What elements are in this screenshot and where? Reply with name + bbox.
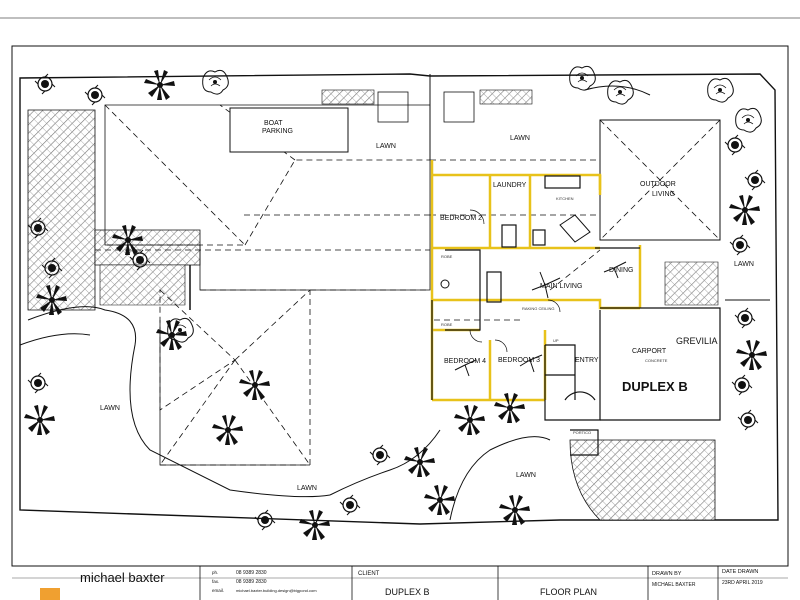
- room-up: UP: [553, 338, 559, 343]
- client-label: CLIENT: [358, 571, 380, 577]
- grevilia-label: GREVILIA: [676, 336, 718, 346]
- lawn-top-right: LAWN: [510, 135, 530, 142]
- site-boundary: [19, 73, 779, 525]
- room-main-living: MAIN LIVING: [540, 283, 582, 290]
- room-dining: DINING: [609, 267, 634, 274]
- lawn-left: LAWN: [100, 405, 120, 412]
- room-carport: CARPORT: [632, 348, 667, 355]
- paving-driveway: [569, 439, 716, 521]
- drawn-by-value: MICHAEL BAXTER: [652, 582, 696, 588]
- date-value: 23RD APRIL 2019: [722, 580, 763, 586]
- raking-ceiling: RAKING CEILING: [522, 306, 554, 311]
- date-label: DATE DRAWN: [722, 569, 758, 575]
- room-outdoor-1: OUTDOOR: [640, 181, 676, 188]
- fax-value: 08 9389 2830: [236, 579, 267, 585]
- room-bedroom-4: BEDROOM 4: [444, 358, 486, 365]
- lawn-bottom-left: LAWN: [297, 485, 317, 492]
- fax-label: fax.: [212, 579, 219, 584]
- drawn-by-label: DRAWN BY: [652, 571, 682, 577]
- portico-label: PORTICO: [573, 430, 591, 435]
- title-block: michael baxter ph. fax. email. 08 9389 2…: [12, 565, 788, 600]
- boat-label-1: BOAT: [264, 120, 283, 127]
- room-bedroom-3: BEDROOM 3: [498, 357, 540, 364]
- room-concrete: CONCRETE: [645, 358, 668, 363]
- room-laundry: LAUNDRY: [493, 182, 527, 189]
- room-bedroom-2: BEDROOM 2: [440, 215, 482, 222]
- room-entry: ENTRY: [575, 357, 599, 364]
- email-label: email.: [212, 588, 224, 593]
- company-name: michael baxter: [80, 570, 165, 585]
- room-robe-top: ROBE: [441, 254, 453, 259]
- email-value: michael.baxter.building.design@bigpond.c…: [236, 588, 317, 593]
- duplex-label: DUPLEX B: [622, 379, 688, 394]
- room-robe-bottom: ROBE: [441, 322, 453, 327]
- room-outdoor-2: LIVING: [652, 191, 675, 198]
- lawn-top-mid: LAWN: [376, 143, 396, 150]
- drawing-title: FLOOR PLAN: [540, 587, 597, 597]
- boat-label-2: PARKING: [262, 128, 293, 135]
- ph-label: ph.: [212, 570, 218, 575]
- lawn-right-side: LAWN: [734, 261, 754, 268]
- client-value: DUPLEX B: [385, 587, 430, 597]
- boat-parking: [229, 107, 349, 153]
- paving-left: [27, 109, 96, 311]
- phone-value: 08 9389 2830: [236, 570, 267, 576]
- room-kitchen: KITCHEN: [556, 196, 574, 201]
- lawn-bottom-mid: LAWN: [516, 472, 536, 479]
